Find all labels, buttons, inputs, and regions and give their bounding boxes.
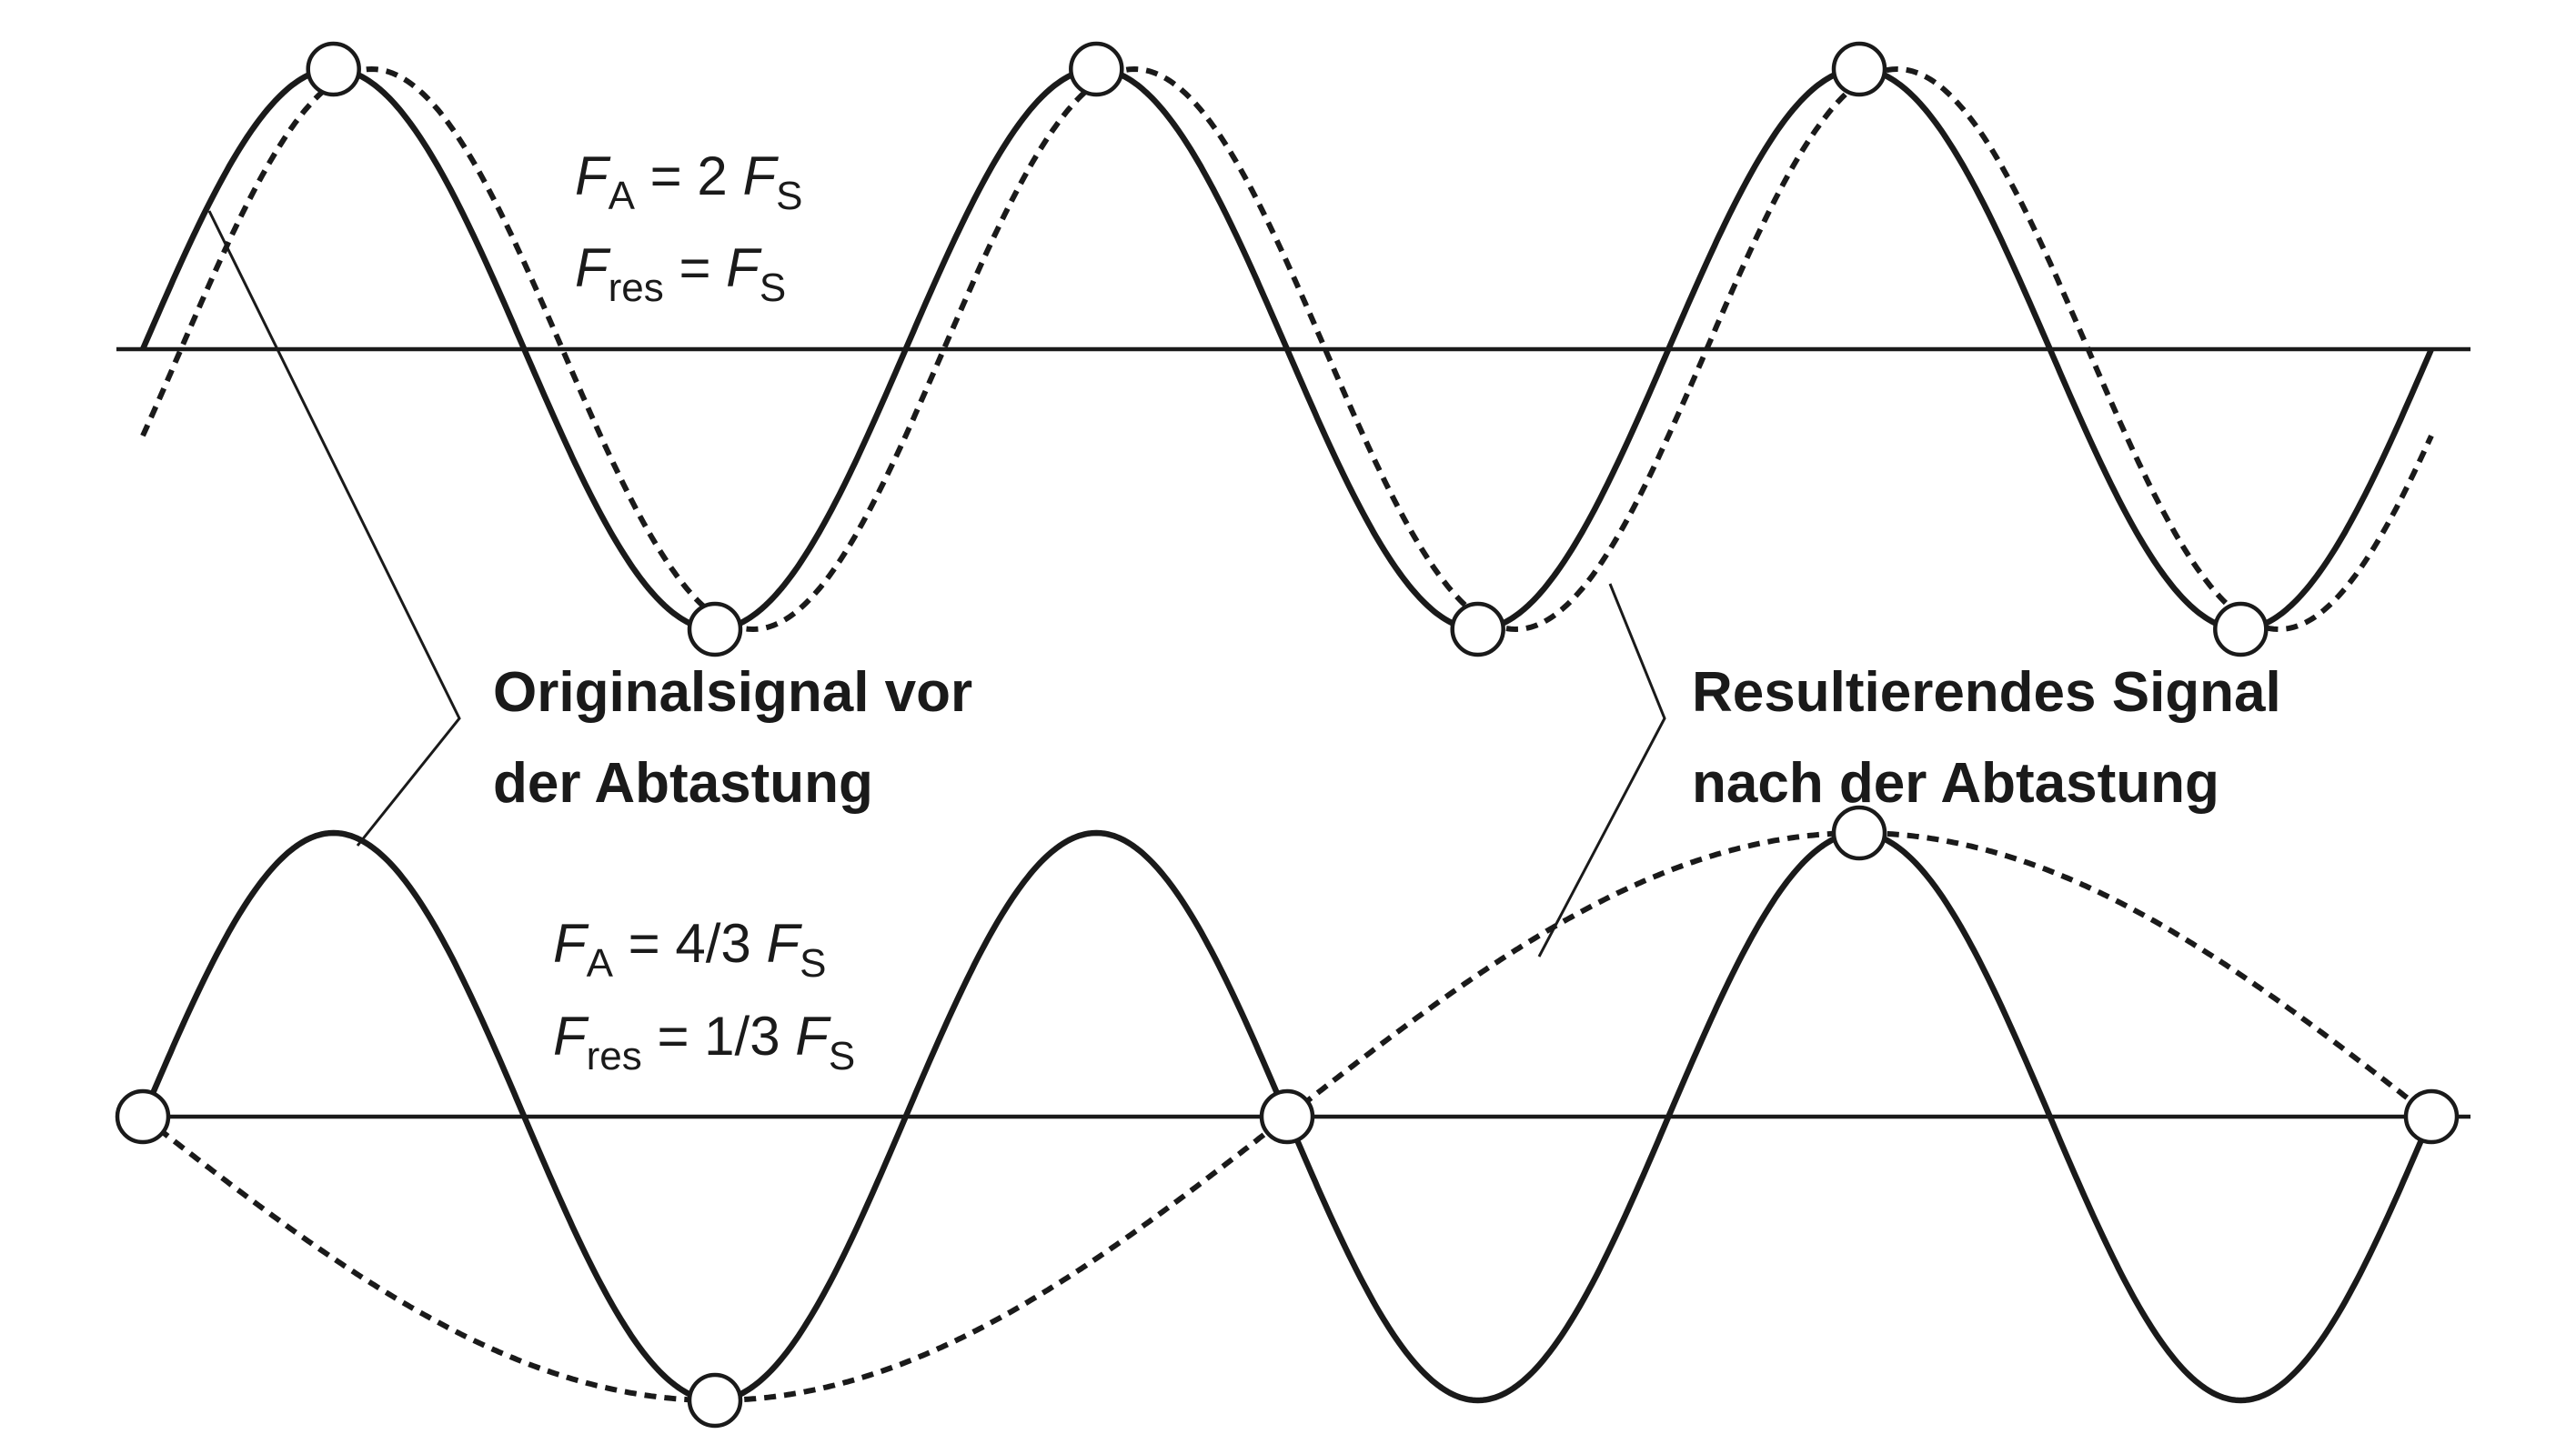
resulting-signal-label-line1: Resultierendes Signal (1692, 661, 2281, 724)
bottom-sample-point-2 (687, 1372, 743, 1429)
resulting-signal-leader-line (1537, 583, 1666, 958)
original-signal-label-line1: Originalsignal vor (493, 661, 972, 724)
top-formula-resulting-frequency: Fres = FS (575, 237, 786, 310)
top-sample-point-4 (1450, 601, 1505, 657)
original-signal-leader-line (207, 210, 461, 847)
bottom-formula-sampling-frequency: FA = 4/3 FS (553, 913, 827, 986)
top-formula-sampling-frequency: FA = 2 FS (575, 145, 802, 218)
top-sample-point-1 (306, 41, 361, 97)
top-sample-points (306, 41, 2269, 657)
top-resulting-signal-curve (140, 65, 2434, 633)
bottom-sample-point-5 (2403, 1088, 2460, 1145)
top-sample-point-5 (1831, 41, 1887, 97)
bottom-sample-point-4 (1831, 805, 1887, 861)
bottom-sample-point-3 (1259, 1088, 1315, 1145)
original-signal-label-line2: der Abtastung (493, 752, 873, 815)
bottom-sample-point-1 (115, 1088, 171, 1145)
resulting-signal-label-line2: nach der Abtastung (1692, 752, 2219, 815)
bottom-formula-resulting-frequency: Fres = 1/3 FS (553, 1006, 855, 1078)
bottom-sample-points (115, 805, 2460, 1429)
top-sample-point-3 (1069, 41, 1124, 97)
top-original-signal-curve (140, 65, 2434, 633)
top-sample-point-2 (687, 601, 743, 657)
top-sample-point-6 (2213, 601, 2269, 657)
